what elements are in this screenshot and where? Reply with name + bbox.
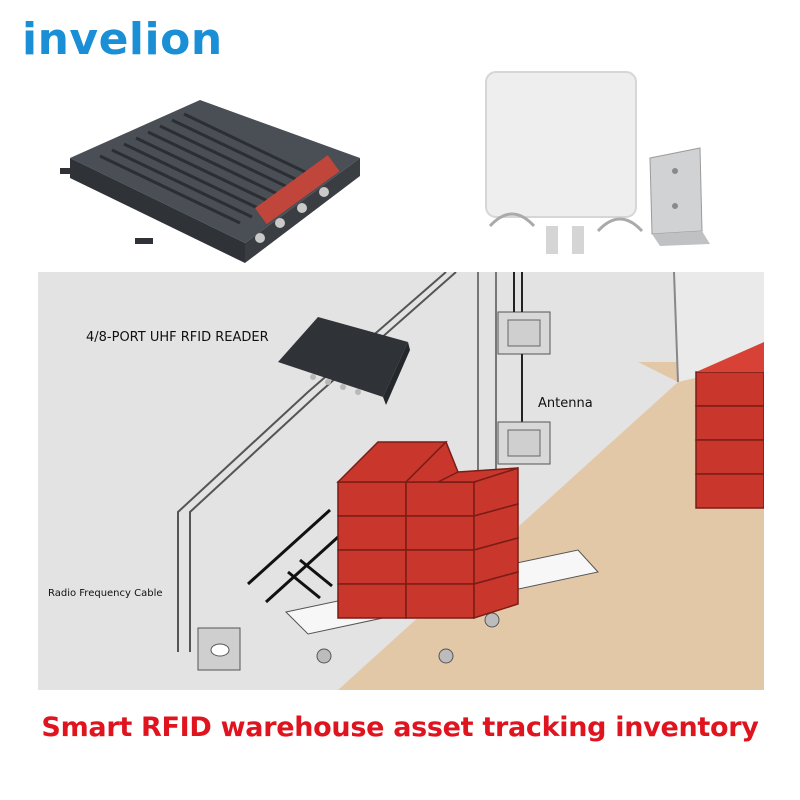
rf-cable — [177, 272, 457, 652]
box-pile — [336, 440, 519, 620]
box-stack-right — [695, 371, 764, 509]
reader-device-illustration — [278, 317, 410, 405]
antenna-photo — [485, 71, 710, 254]
antenna-panel-upper — [497, 311, 551, 355]
antenna-panel-lower — [497, 421, 551, 465]
warehouse-diagram — [38, 272, 764, 690]
rfid-reader-photo — [60, 100, 360, 263]
antenna-label: Antenna — [538, 396, 593, 411]
reader-label: 4/8-PORT UHF RFID READER — [86, 330, 269, 345]
caption-title: Smart RFID warehouse asset tracking inve… — [41, 712, 759, 743]
brand-logo: invelion — [22, 14, 223, 65]
cable-label: Radio Frequency Cable — [48, 588, 163, 599]
